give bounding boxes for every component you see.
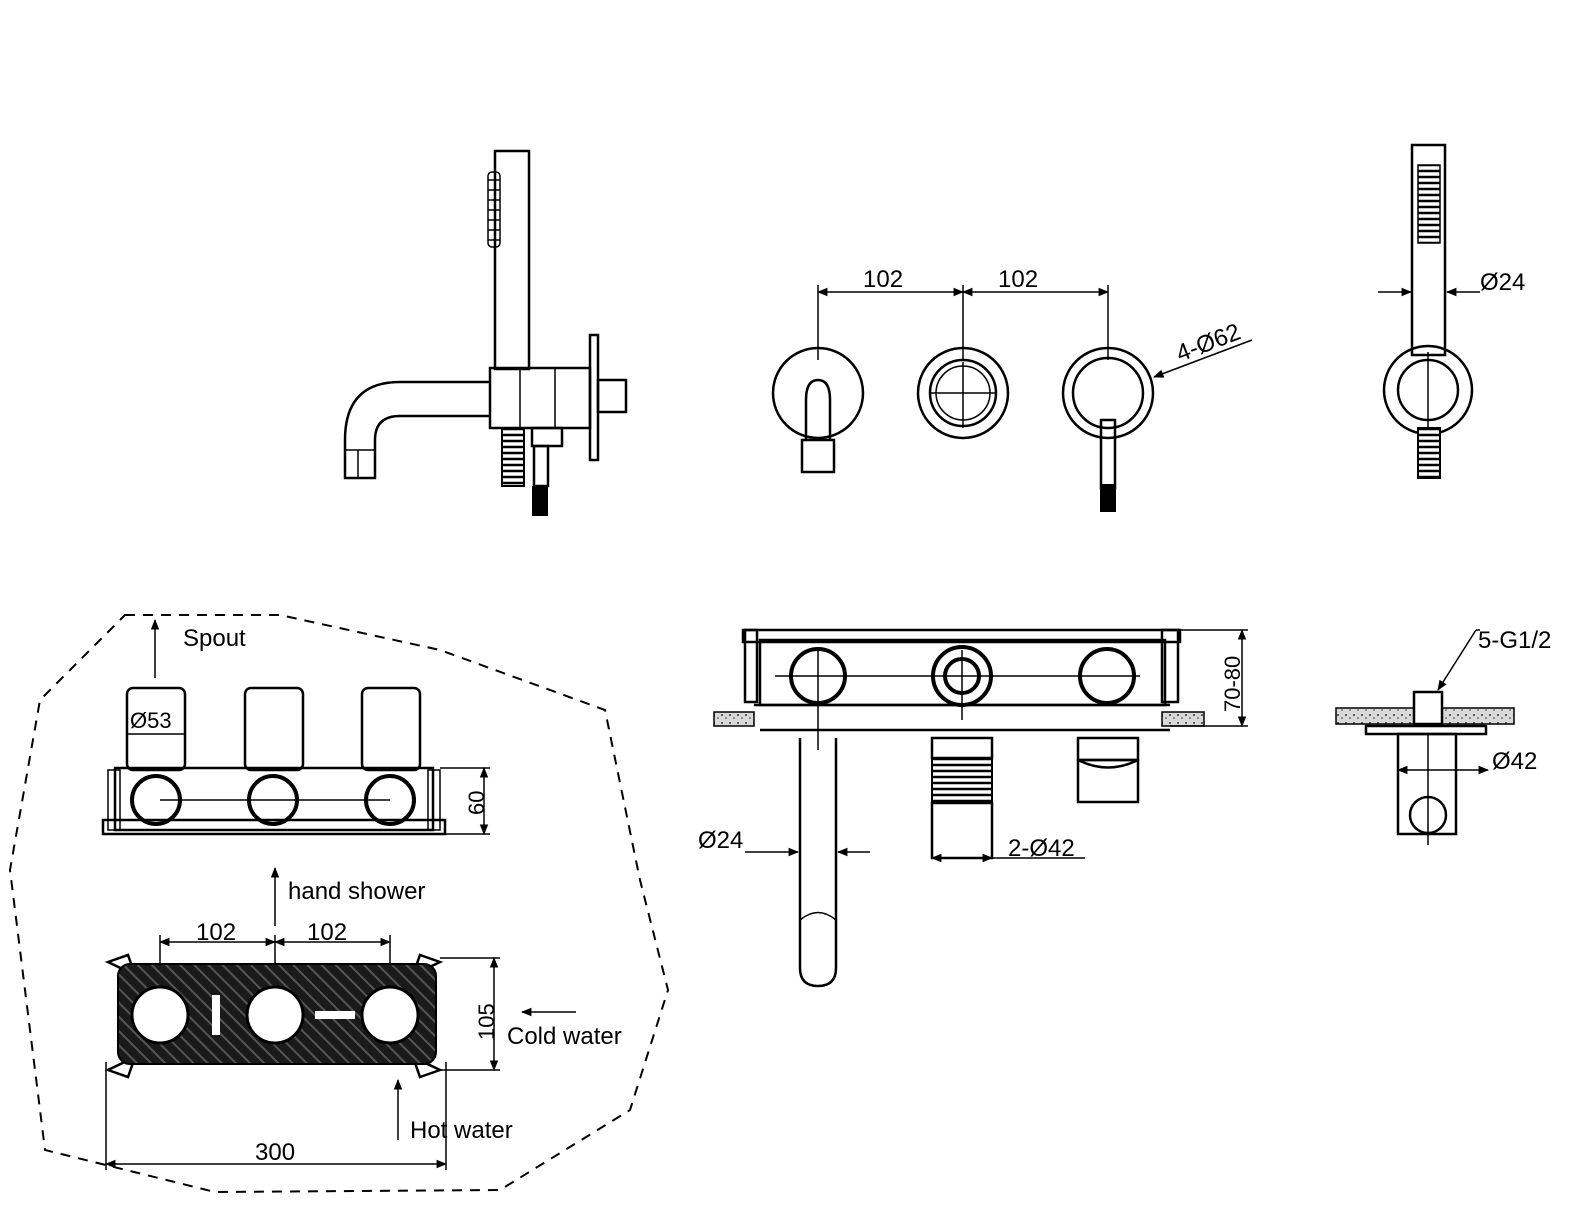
flange-diameter-label: 2-Ø42 — [1008, 835, 1075, 862]
hand-shower-nozzles-icon — [487, 171, 501, 248]
side-section: 5-G1/2 Ø42 — [1335, 627, 1551, 845]
spray-holes-icon — [1417, 164, 1441, 244]
spout-rosette — [771, 346, 865, 440]
box-spacing-right: 102 — [307, 919, 347, 946]
valve-box-front: hand shower 102 102 105 Cold water Hot w… — [104, 866, 622, 1170]
valve-box-section: Spout Ø53 60 — [101, 618, 490, 836]
valve-height-label: 60 — [464, 791, 489, 815]
valve-diameter-label: Ø53 — [130, 708, 172, 733]
cold-water-label: Cold water — [507, 1023, 622, 1050]
mixer-rosette — [1061, 346, 1155, 440]
hand-shower-diameter-label: Ø24 — [1480, 269, 1525, 296]
spout-body — [343, 380, 490, 480]
spout-pipe — [798, 738, 838, 988]
handle-diameter-label: 4-Ø62 — [1172, 318, 1244, 367]
rough-in-boundary — [8, 614, 670, 1194]
diverter-rosette — [916, 346, 1010, 440]
hand-shower-front-view: Ø24 — [1378, 143, 1525, 479]
holder-block — [488, 366, 592, 430]
hose — [501, 427, 525, 487]
box-spacing-left: 102 — [196, 919, 236, 946]
front-view: 102 102 4-Ø62 — [771, 266, 1253, 512]
front-spacing-left: 102 — [863, 266, 903, 293]
box-width-label: 300 — [255, 1139, 295, 1166]
side-view — [343, 149, 628, 516]
box-height-label: 105 — [474, 1003, 499, 1040]
hot-water-label: Hot water — [410, 1117, 513, 1144]
front-spacing-right: 102 — [998, 266, 1038, 293]
box-depth-label: 70-80 — [1220, 656, 1245, 712]
thread-connections-label: 5-G1/2 — [1478, 627, 1551, 654]
spout-diameter-label: Ø24 — [698, 827, 743, 854]
right-flange-diameter-label: Ø42 — [1492, 748, 1537, 775]
hand-shower-label: hand shower — [288, 878, 425, 905]
installation-section: 70-80 Ø24 2-Ø42 — [698, 628, 1248, 988]
spout-label: Spout — [183, 625, 246, 652]
